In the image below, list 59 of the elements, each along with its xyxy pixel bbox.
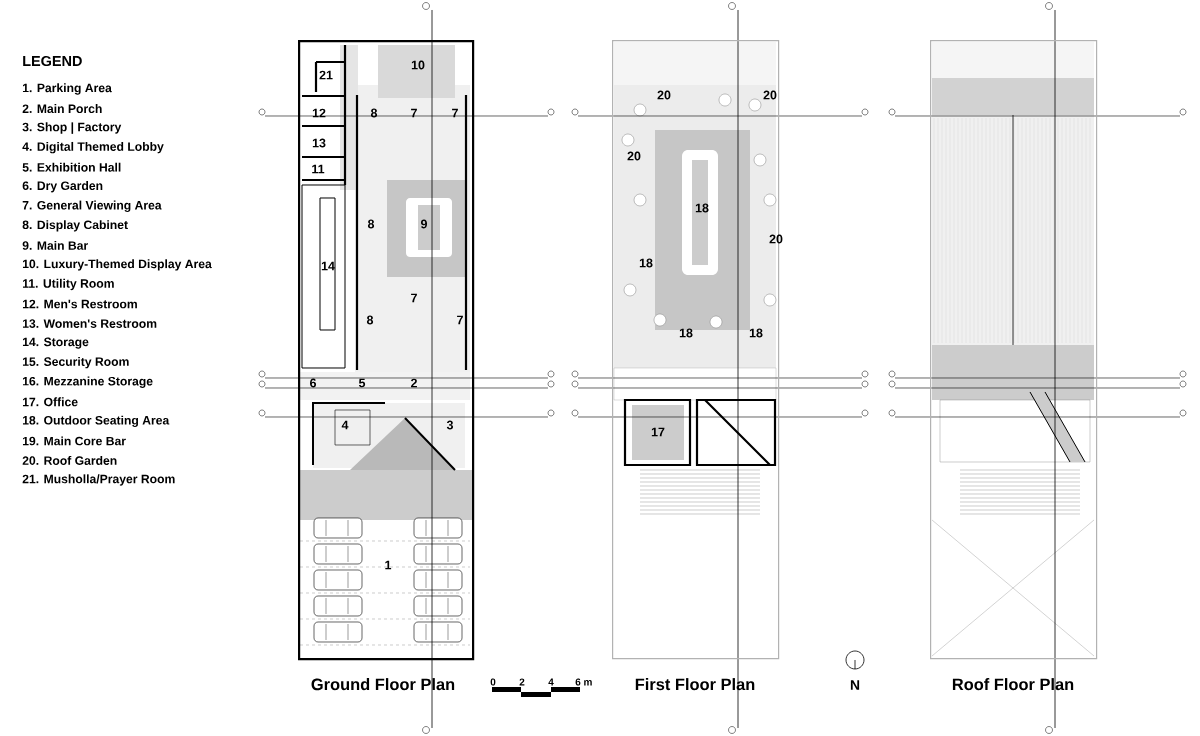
scale-label: 6 m	[575, 678, 592, 686]
room-number: 21	[319, 70, 333, 80]
room-number: 5	[358, 378, 366, 388]
legend-item: 6. Dry Garden	[22, 181, 103, 193]
room-number: 18	[695, 203, 709, 213]
legend-item: 9. Main Bar	[22, 240, 88, 250]
legend-heading: LEGEND	[23, 55, 82, 67]
plan-title: Ground Floor Plan	[311, 678, 455, 691]
legend-item: 3. Shop | Factory	[22, 122, 122, 134]
scale-label: 0	[490, 678, 496, 686]
legend-item: 16. Mezzanine Storage	[22, 376, 153, 388]
legend-item: 17. Office	[22, 397, 78, 407]
legend-item: 18. Outdoor Seating Area	[22, 415, 170, 428]
room-number: 18	[639, 258, 653, 268]
scale-label: 2	[519, 678, 525, 686]
room-number: 3	[446, 420, 453, 430]
room-number: 4	[341, 420, 349, 430]
legend-item: 7. General Viewing Area	[22, 200, 162, 212]
room-number: 8	[366, 315, 374, 325]
scale-label: 4	[548, 678, 554, 686]
room-number: 14	[321, 261, 335, 271]
room-number: 7	[411, 108, 417, 118]
room-number: 18	[679, 328, 693, 338]
room-number: 20	[763, 90, 777, 100]
room-number: 1	[385, 560, 392, 570]
legend-item: 10. Luxury-Themed Display Area	[22, 259, 212, 271]
legend-item: 4. Digital Themed Lobby	[22, 141, 164, 154]
north-label: N	[850, 680, 860, 690]
room-number: 17	[651, 427, 665, 437]
room-number: 10	[411, 60, 425, 70]
legend-item: 20. Roof Garden	[22, 456, 117, 465]
room-number: 7	[411, 293, 417, 303]
room-number: 8	[367, 219, 375, 229]
room-number: 2	[411, 378, 417, 388]
room-number: 18	[749, 328, 763, 338]
legend-item: 12. Men's Restroom	[22, 299, 137, 309]
room-number: 20	[769, 234, 783, 244]
room-number: 12	[312, 108, 326, 118]
legend-item: 13. Women's Restroom	[22, 319, 157, 328]
legend-item: 11. Utility Room	[22, 278, 114, 291]
room-number: 7	[452, 108, 458, 118]
legend-item: 15. Security Room	[22, 357, 129, 369]
legend-item: 1. Parking Area	[22, 83, 112, 95]
legend-item: 8. Display Cabinet	[22, 220, 128, 232]
room-number: 11	[312, 164, 325, 174]
room-number: 9	[421, 219, 427, 229]
room-number: 8	[370, 108, 378, 118]
room-number: 13	[312, 138, 326, 148]
legend-item: 14. Storage	[22, 337, 89, 349]
room-number: 20	[657, 90, 671, 100]
legend-item: 2. Main Porch	[22, 104, 102, 113]
plan-title: Roof Floor Plan	[952, 678, 1074, 691]
room-number: 20	[627, 151, 641, 161]
legend-item: 5. Exhibition Hall	[22, 162, 121, 172]
room-number: 7	[457, 315, 463, 325]
legend-item: 19. Main Core Bar	[22, 436, 126, 446]
legend-item: 21. Musholla/Prayer Room	[22, 474, 175, 486]
room-number: 6	[310, 378, 316, 388]
plan-title: First Floor Plan	[635, 678, 755, 691]
